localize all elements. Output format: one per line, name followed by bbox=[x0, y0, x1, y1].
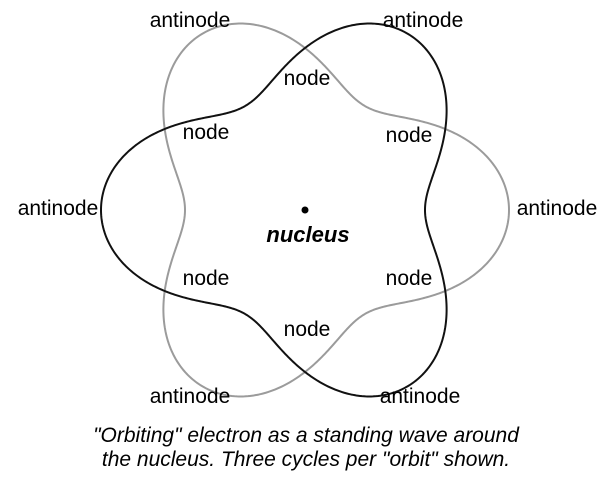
antinode-label-top-right: antinode bbox=[383, 9, 464, 32]
caption-line-1: "Orbiting" electron as a standing wave a… bbox=[93, 424, 519, 447]
antinode-label-top-left: antinode bbox=[150, 9, 231, 32]
antinode-label-right: antinode bbox=[517, 197, 598, 220]
nucleus-label: nucleus bbox=[266, 222, 349, 247]
node-label-top: node bbox=[284, 67, 331, 90]
wave-curve-dark bbox=[100, 22, 448, 398]
antinode-label-bottom-right: antinode bbox=[380, 385, 461, 408]
wave-curve-light bbox=[162, 22, 510, 398]
antinode-label-bottom-left: antinode bbox=[150, 385, 231, 408]
node-label-upper-left: node bbox=[183, 121, 230, 144]
nucleus-dot bbox=[301, 206, 309, 214]
node-label-lower-right: node bbox=[386, 267, 433, 290]
node-label-bottom: node bbox=[284, 318, 331, 341]
caption-line-2: the nucleus. Three cycles per "orbit" sh… bbox=[101, 448, 511, 471]
node-label-lower-left: node bbox=[183, 267, 230, 290]
node-label-upper-right: node bbox=[386, 124, 433, 147]
antinode-label-left: antinode bbox=[18, 197, 99, 220]
